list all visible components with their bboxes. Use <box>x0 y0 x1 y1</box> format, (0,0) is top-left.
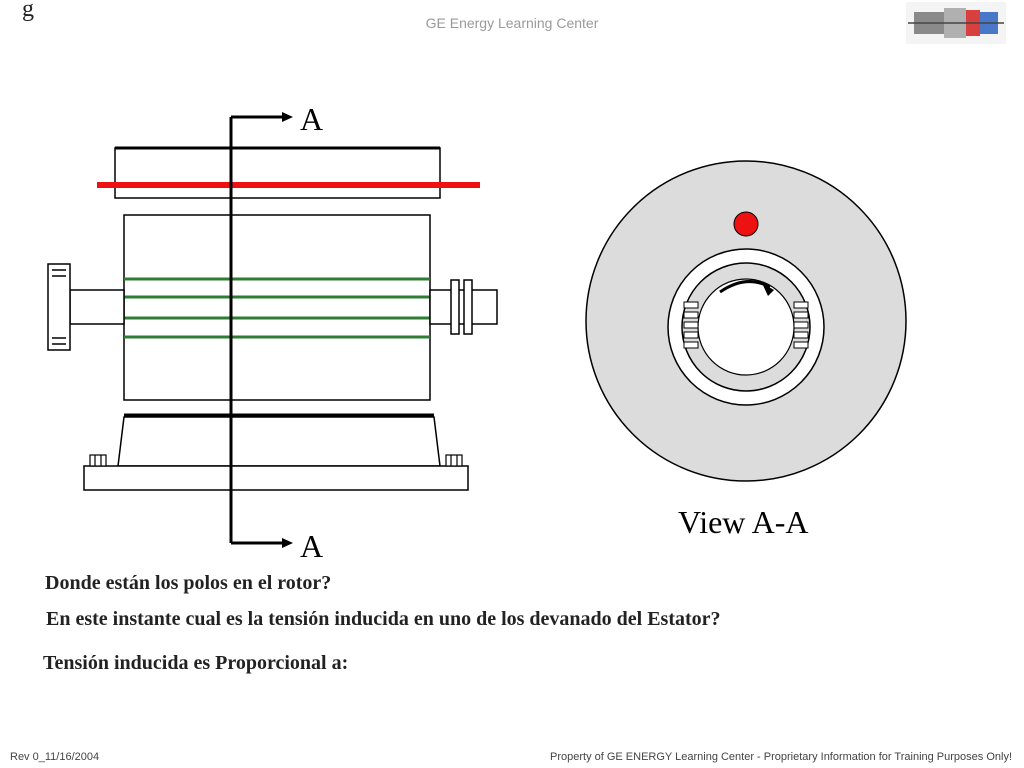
arrow-head-top <box>282 112 293 122</box>
rotor-slots-left <box>683 301 699 349</box>
ge-logo: g <box>22 0 34 22</box>
rotation-arrow-icon <box>719 280 771 294</box>
right-shaft <box>429 279 498 335</box>
rotor-slots-right <box>793 301 809 349</box>
view-label: View A-A <box>678 504 809 540</box>
property-notice-footer: Property of GE ENERGY Learning Center - … <box>550 751 1012 763</box>
section-label-top: A <box>300 101 323 137</box>
left-shaft <box>47 263 125 351</box>
base-bolts <box>89 454 463 467</box>
generator-base-frame <box>117 416 441 467</box>
revision-footer: Rev 0_11/16/2004 <box>10 751 100 763</box>
question-3: Tensión inducida es Proporcional a: <box>43 652 349 674</box>
section-label-bottom: A <box>300 528 323 564</box>
rotor-bore <box>697 278 795 376</box>
generator-body <box>123 214 431 401</box>
stator-frame-top <box>114 147 441 199</box>
gas-turbine-thumbnail-icon <box>906 2 1006 44</box>
generator-base <box>83 465 469 491</box>
arrow-head-bottom <box>282 538 293 548</box>
question-2: En este instante cual es la tensión indu… <box>46 608 721 630</box>
header-title: GE Energy Learning Center <box>425 15 599 31</box>
question-1: Donde están los polos en el rotor? <box>45 572 332 594</box>
red-conductor-dot <box>733 211 759 237</box>
section-line-a-a <box>229 115 284 545</box>
green-windings <box>124 277 430 339</box>
